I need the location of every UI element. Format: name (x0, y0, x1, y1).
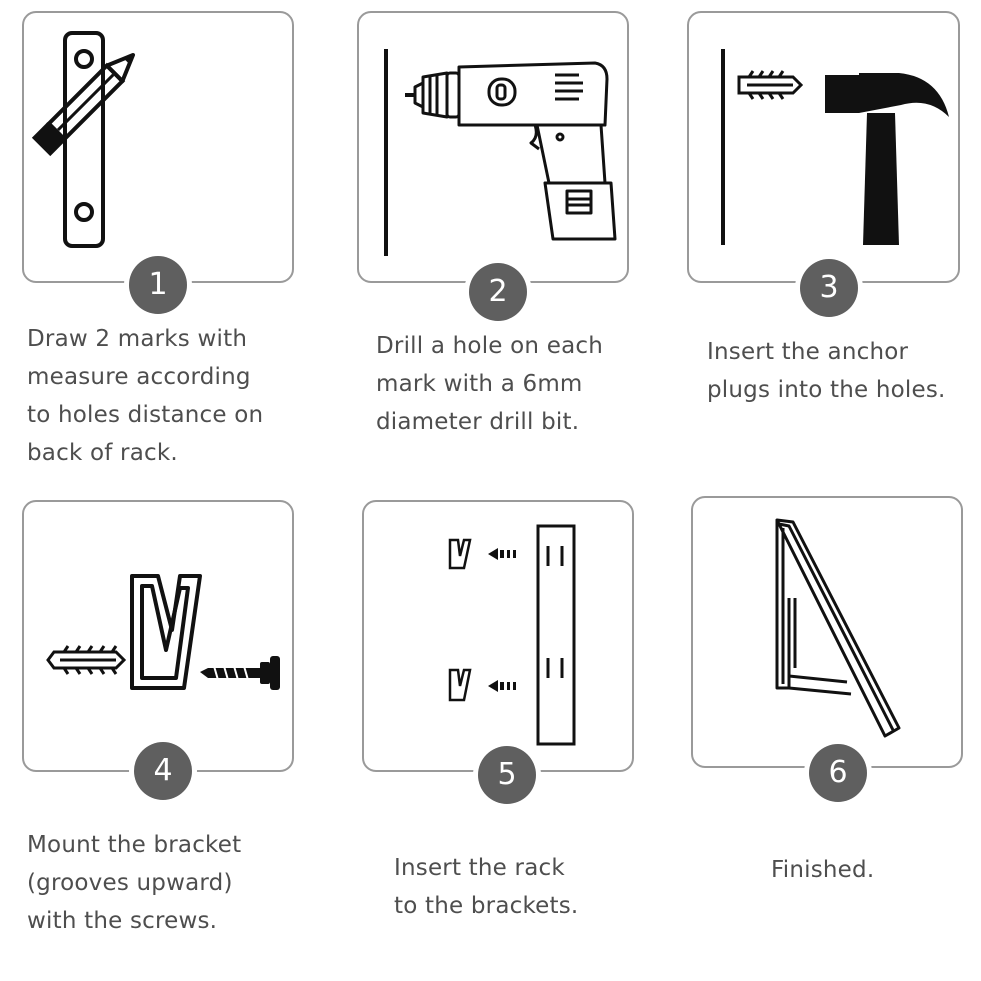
step-1-panel: 1 (22, 11, 294, 314)
bracket-icon (448, 668, 472, 702)
power-drill-icon (405, 61, 617, 241)
step-4-number-badge: 4 (134, 742, 192, 800)
bracket-mounting-illustration (46, 574, 280, 690)
anchor-and-hammer-illustration (721, 49, 949, 245)
bracket-icon (130, 574, 202, 690)
step-5-panel: 5 (362, 500, 634, 804)
step-2-panel: 2 (357, 11, 629, 321)
step-4-caption: Mount the bracket (grooves upward) with … (27, 832, 242, 934)
step-6-number-badge: 6 (809, 744, 867, 802)
step-3-number-badge: 3 (800, 259, 858, 317)
step-3-caption: Insert the anchor plugs into the holes. (707, 339, 946, 403)
bracket-icon (448, 538, 472, 570)
pencil-icon (31, 53, 135, 157)
step-5-caption: Insert the rack to the brackets. (394, 855, 579, 919)
rack-bar-and-pencil-illustration (31, 31, 135, 248)
step-4-panel: 4 (22, 500, 294, 800)
rack-bar-icon (536, 524, 576, 746)
finished-rack-illustration (775, 518, 901, 738)
step-6-panel: 6 (691, 496, 963, 802)
folded-rack-icon (775, 518, 901, 738)
left-arrow-icon (488, 548, 516, 560)
anchor-plug-icon (737, 70, 804, 100)
left-arrow-icon (488, 680, 516, 692)
step-5-number-badge: 5 (478, 746, 536, 804)
anchor-plug-icon (46, 645, 127, 675)
screw-icon (200, 656, 280, 690)
rack-insertion-illustration (448, 524, 576, 746)
step-6-caption: Finished. (771, 857, 875, 883)
step-2-number-badge: 2 (469, 263, 527, 321)
hammer-icon (825, 73, 949, 245)
rack-bar-icon (63, 31, 105, 248)
step-1-number-badge: 1 (129, 256, 187, 314)
drill-illustration (384, 49, 617, 256)
step-2-caption: Drill a hole on each mark with a 6mm dia… (376, 333, 603, 435)
step-3-panel: 3 (687, 11, 960, 317)
step-1-caption: Draw 2 marks with measure according to h… (27, 326, 264, 466)
